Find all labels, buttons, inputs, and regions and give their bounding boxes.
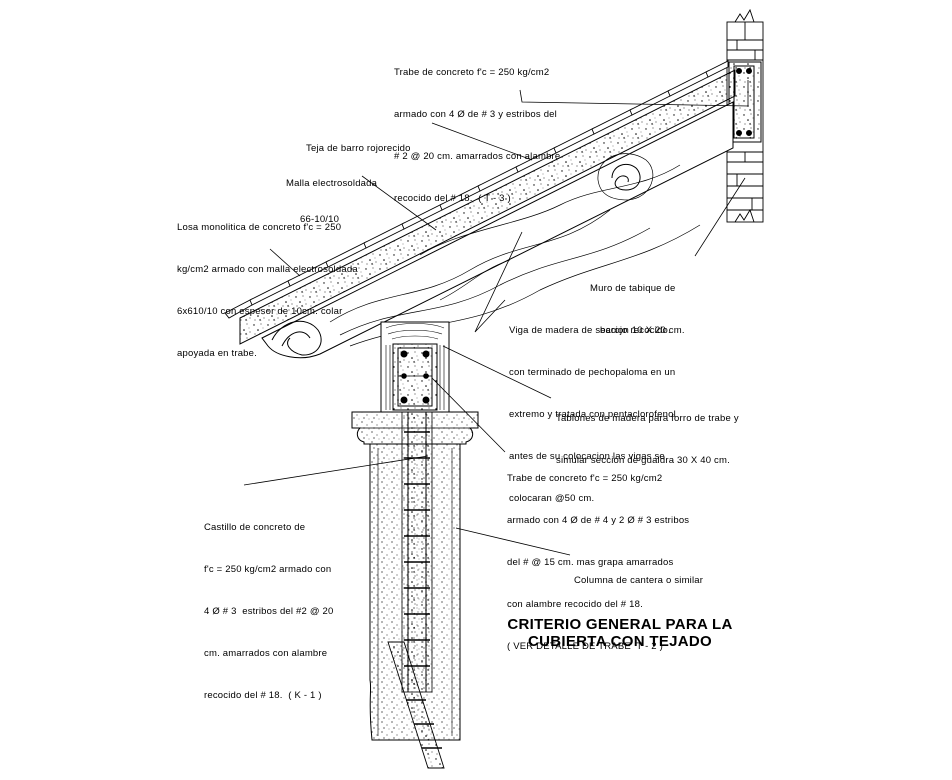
wood-clad-beam (380, 321, 450, 413)
stone-column (351, 411, 479, 769)
label-line: Trabe de concreto f'c = 250 kg/cm2 (507, 473, 663, 484)
label-line: Tablones de madera para forro de trabe y (556, 413, 739, 424)
label-line: recocido del # 18. ( T - 3 ) (394, 193, 511, 204)
leader-malla (361, 175, 437, 231)
label-line: colocaran @50 cm. (509, 493, 595, 504)
leader-losa (269, 248, 301, 277)
label-line: extremo y tratada con pentaclorofenol (509, 409, 676, 420)
label-line: Trabe de concreto f'c = 250 kg/cm2 (394, 67, 550, 78)
leader-castillo (243, 455, 429, 486)
leader-trabe-t3 (519, 80, 749, 107)
label-line: Losa monolitica de concreto f'c = 250 (177, 222, 342, 233)
leader-muro (694, 177, 746, 257)
title-line-1: CRITERIO GENERAL PARA LA (507, 616, 733, 633)
label-columna: Columna de cantera o similar (574, 546, 703, 602)
leader-columna (455, 527, 571, 556)
label-line: ( VER DETALLE DE TRABE T - 2 ) (507, 641, 663, 652)
label-trabe-t3: Trabe de concreto f'c = 250 kg/cm2 armad… (394, 38, 560, 220)
roof-tiles (224, 60, 729, 319)
label-line: del # @ 15 cm. mas grapa amarrados (507, 557, 674, 568)
label-malla: Malla electrosoldada 66-10/10 (286, 154, 377, 238)
wood-beam (261, 101, 734, 359)
label-line: Castillo de concreto de (204, 522, 306, 533)
label-tablones: Tablones de madera para forro de trabe y… (556, 384, 739, 482)
label-line: armado con 4 Ø de # 4 y 2 Ø # 3 estribos (507, 515, 690, 526)
label-line: Teja de barro rojorecido (306, 143, 411, 154)
leader-tablones (442, 345, 552, 399)
label-line: cm. amarrados con alambre (204, 648, 328, 659)
label-line: recocido del # 18. ( K - 1 ) (204, 690, 322, 701)
label-line: con alambre recocido del # 18. (507, 599, 643, 610)
label-line: con terminado de pechopaloma en un (509, 367, 676, 378)
label-line: f'c = 250 kg/cm2 armado con (204, 564, 332, 575)
label-line: armado con 4 Ø de # 3 y estribos del (394, 109, 557, 120)
label-teja: Teja de barro rojorecido (306, 114, 411, 170)
label-viga: Viga de madera de seccion 10 X 20 cm. co… (509, 296, 685, 520)
label-line: Viga de madera de seccion 10 X 20 cm. (509, 325, 685, 336)
label-line: Malla electrosoldada (286, 178, 378, 189)
label-line: simular seccion de gualdra 30 X 40 cm. (556, 455, 730, 466)
label-line: Muro de tabique de (590, 283, 676, 294)
label-line: antes de su colocacion las vigas se (509, 451, 665, 462)
drawing-title: CRITERIO GENERAL PARA LA CUBIERTA CON TE… (505, 616, 735, 650)
label-line: Columna de cantera o similar (574, 575, 704, 586)
label-line: apoyada en trabe. (177, 348, 257, 359)
label-losa: Losa monolitica de concreto f'c = 250 kg… (177, 193, 358, 375)
leader-teja (431, 122, 533, 161)
leader-viga (474, 231, 523, 333)
label-line: barojo recocido. (600, 325, 671, 336)
leader-trabe-t2 (431, 377, 506, 453)
roof-slab (239, 69, 736, 345)
label-line: kg/cm2 armado con malla electrosoldada (177, 264, 358, 275)
label-line: # 2 @ 20 cm. amarrados con alambre (394, 151, 561, 162)
label-line: 6x610/10 con espesor de 10cm. colar (177, 306, 343, 317)
label-muro: Muro de tabique de barojo recocido. (590, 254, 675, 352)
title-line-2: CUBIERTA CON TEJADO (527, 633, 713, 650)
leader-lines (243, 80, 749, 556)
label-castillo: Castillo de concreto de f'c = 250 kg/cm2… (204, 493, 334, 717)
label-trabe-t2: Trabe de concreto f'c = 250 kg/cm2 armad… (507, 444, 689, 668)
label-line: 66-10/10 (300, 214, 340, 225)
label-line: 4 Ø # 3 estribos del #2 @ 20 (204, 606, 334, 617)
